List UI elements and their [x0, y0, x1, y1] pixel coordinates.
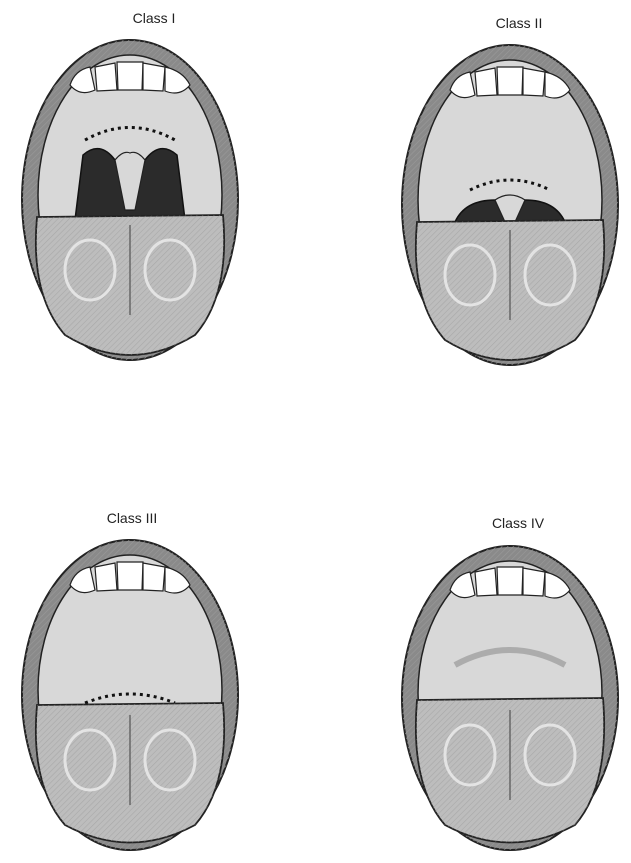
- class-4-mouth-illustration: [395, 540, 625, 855]
- class-1-label: Class I: [54, 10, 254, 26]
- class-3-mouth-illustration: [15, 535, 245, 855]
- class-3-label: Class III: [32, 510, 232, 526]
- class-1-mouth-illustration: [15, 35, 245, 370]
- class-4-label: Class IV: [418, 515, 618, 531]
- class-2-label: Class II: [419, 15, 619, 31]
- class-2-mouth-illustration: [395, 40, 625, 375]
